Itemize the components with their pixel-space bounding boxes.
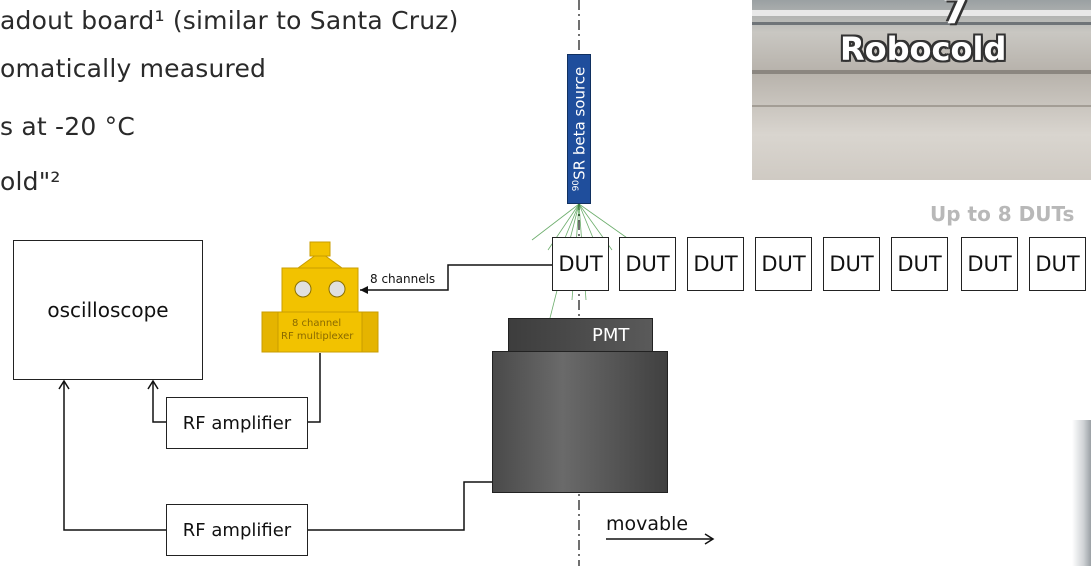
multiplexer-label-1: 8 channel: [292, 318, 341, 329]
pmt-label: PMT: [592, 325, 629, 346]
oscilloscope-box: oscilloscope: [13, 240, 203, 380]
dut-box: DUT: [823, 237, 880, 291]
rf-amplifier-top-label: RF amplifier: [183, 413, 291, 434]
pmt-body: [492, 351, 668, 493]
multiplexer-label-2: RF multiplexer: [281, 331, 353, 342]
rf-amplifier-bottom: RF amplifier: [166, 504, 308, 556]
dut-box: DUT: [1029, 237, 1086, 291]
pmt-cap: [508, 318, 653, 352]
dut-box: DUT: [687, 237, 744, 291]
oscilloscope-label: oscilloscope: [47, 298, 168, 322]
dut-box: DUT: [755, 237, 812, 291]
dut-box: DUT: [552, 237, 609, 291]
movable-label: movable: [606, 513, 688, 535]
dut-box: DUT: [891, 237, 948, 291]
beta-source-label: 90SR beta source: [567, 54, 591, 204]
channels-label: 8 channels: [370, 272, 435, 286]
dut-box: DUT: [619, 237, 676, 291]
photo-edge-decoration: [1072, 420, 1091, 566]
rf-amplifier-top: RF amplifier: [166, 397, 308, 449]
rf-amplifier-bottom-label: RF amplifier: [183, 520, 291, 541]
dut-box: DUT: [961, 237, 1018, 291]
